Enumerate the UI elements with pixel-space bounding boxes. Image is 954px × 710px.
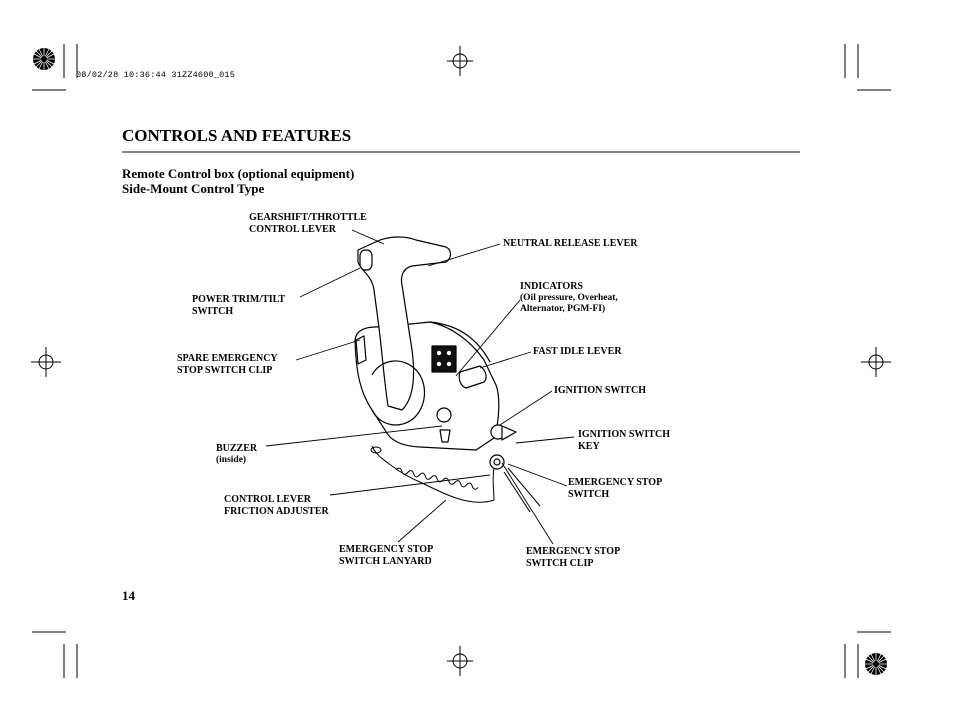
label-line: SPARE EMERGENCY xyxy=(177,353,278,364)
label-buzzer: BUZZER (inside) xyxy=(216,443,257,466)
label-line: FRICTION ADJUSTER xyxy=(224,505,329,517)
registration-target-top-left xyxy=(33,48,55,70)
label-line: IGNITION SWITCH xyxy=(578,429,670,440)
label-line: (Oil pressure, Overheat, xyxy=(520,292,618,303)
label-line: IGNITION SWITCH xyxy=(554,385,646,396)
label-line: INDICATORS xyxy=(520,281,583,292)
registration-target-bottom-right xyxy=(865,653,887,675)
section-heading: Remote Control box (optional equipment) … xyxy=(122,166,354,196)
control-lever xyxy=(357,236,452,411)
label-power-trim-tilt-switch: POWER TRIM/TILT SWITCH xyxy=(192,294,285,317)
page-number: 14 xyxy=(122,588,135,603)
page-title: CONTROLS AND FEATURES xyxy=(122,126,352,145)
label-ignition-switch: IGNITION SWITCH xyxy=(554,385,646,397)
label-line: CONTROL LEVER xyxy=(249,223,336,235)
label-line: STOP SWITCH CLIP xyxy=(177,364,273,376)
label-line: EMERGENCY STOP xyxy=(568,477,663,488)
label-indicators: INDICATORS (Oil pressure, Overheat, Alte… xyxy=(520,281,618,316)
label-line: SWITCH LANYARD xyxy=(339,555,432,567)
label-line: SWITCH xyxy=(192,305,234,317)
label-line: SWITCH xyxy=(568,488,610,500)
section-heading-line1: Remote Control box (optional equipment) xyxy=(122,166,355,181)
label-line: (inside) xyxy=(216,454,247,465)
label-emergency-stop-switch: EMERGENCY STOP SWITCH xyxy=(568,477,662,500)
label-line: EMERGENCY STOP xyxy=(526,546,621,557)
label-spare-emergency-stop-switch-clip: SPARE EMERGENCY STOP SWITCH CLIP xyxy=(177,353,278,376)
label-control-lever-friction-adjuster: CONTROL LEVER FRICTION ADJUSTER xyxy=(224,494,329,517)
label-line: GEARSHIFT/THROTTLE xyxy=(249,212,367,223)
label-line: FAST IDLE LEVER xyxy=(533,346,622,357)
label-line: KEY xyxy=(578,440,600,452)
section-heading-line2: Side-Mount Control Type xyxy=(122,181,265,196)
print-stamp: 08/02/28 10:36:44 31ZZ4600_015 xyxy=(76,70,236,80)
label-line: EMERGENCY STOP xyxy=(339,544,434,555)
label-ignition-switch-key: IGNITION SWITCH KEY xyxy=(578,429,670,452)
label-line: NEUTRAL RELEASE LEVER xyxy=(503,238,638,249)
label-line: POWER TRIM/TILT xyxy=(192,294,286,305)
label-emergency-stop-switch-clip: EMERGENCY STOP SWITCH CLIP xyxy=(526,546,620,569)
label-gearshift-throttle-control-lever: GEARSHIFT/THROTTLE CONTROL LEVER xyxy=(249,212,367,235)
label-neutral-release-lever: NEUTRAL RELEASE LEVER xyxy=(503,238,637,250)
label-line: Alternator, PGM-FI) xyxy=(520,304,606,314)
label-line: CONTROL LEVER xyxy=(224,494,311,505)
label-line: BUZZER xyxy=(216,443,258,454)
label-line: SWITCH CLIP xyxy=(526,557,594,569)
label-fast-idle-lever: FAST IDLE LEVER xyxy=(533,346,622,358)
label-emergency-stop-switch-lanyard: EMERGENCY STOP SWITCH LANYARD xyxy=(339,544,433,567)
